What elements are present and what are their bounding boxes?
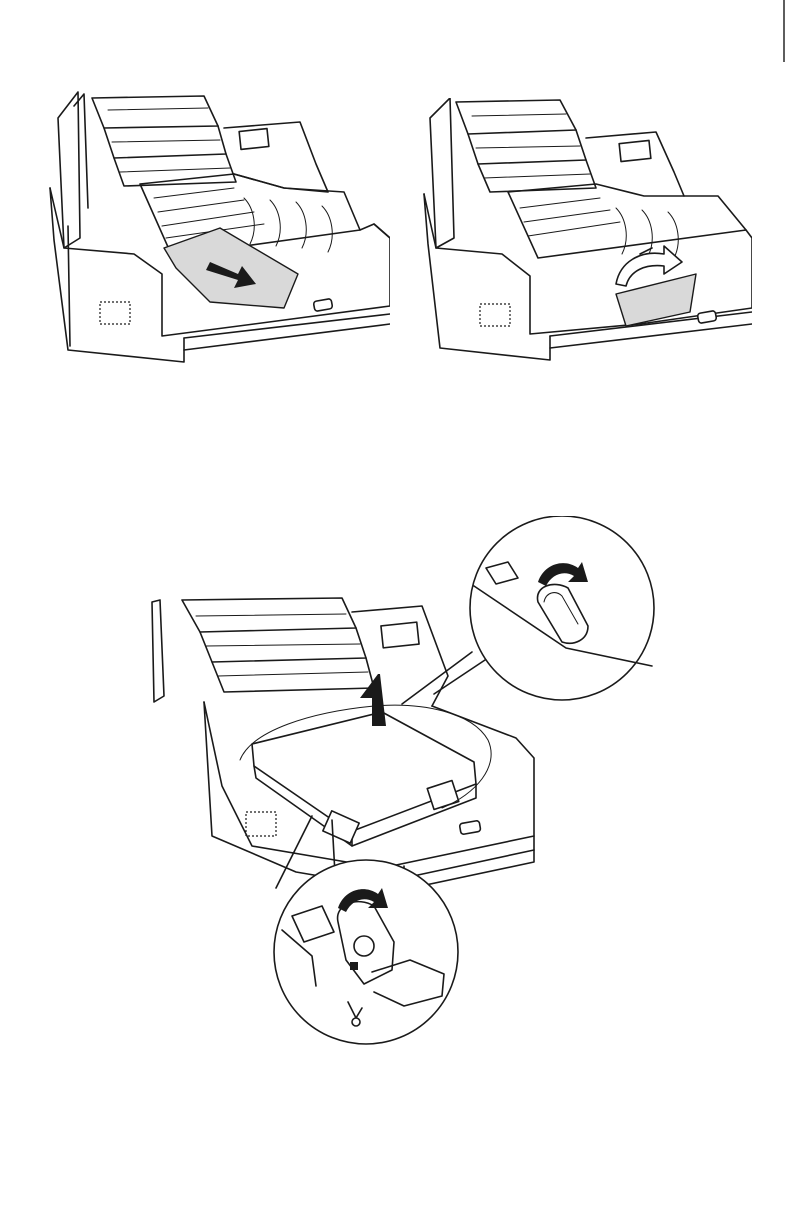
page-edge-mark [772, 0, 792, 72]
illustration-remove-jammed-paper [44, 88, 390, 366]
illustration-lift-transfer-belt [142, 516, 662, 1046]
illustration-pull-paper-out [420, 98, 752, 366]
